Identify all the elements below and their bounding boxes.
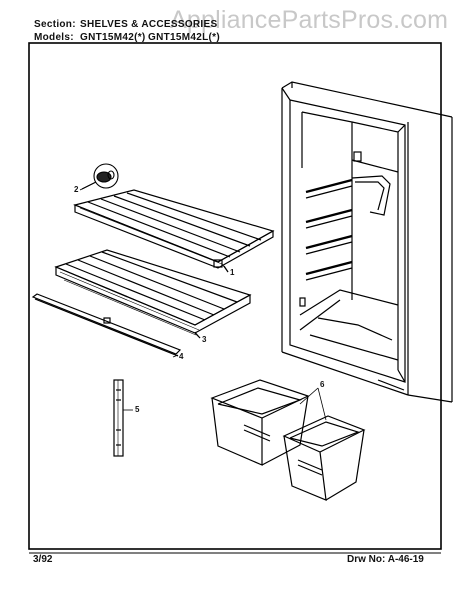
leader-6b	[317, 387, 327, 421]
diagram-frame	[28, 42, 442, 550]
refrigerator-cabinet	[281, 81, 453, 403]
part-2-knob	[81, 163, 119, 190]
leader-2	[79, 182, 95, 191]
section-value: SHELVES & ACCESSORIES	[80, 19, 218, 30]
callout-1: 1	[230, 268, 235, 277]
part-4-rail	[31, 293, 182, 357]
leader-4	[172, 354, 179, 358]
part-1-shelf	[73, 189, 275, 273]
leader-3	[194, 331, 201, 339]
footer-date: 3/92	[33, 554, 53, 565]
leader-6a	[299, 387, 319, 405]
part-5-post	[113, 379, 124, 457]
callout-2: 2	[74, 185, 79, 194]
callout-4: 4	[179, 352, 184, 361]
models-label: Models:	[34, 32, 74, 43]
callout-leaders	[79, 182, 327, 421]
section-label: Section:	[34, 19, 76, 30]
watermark: AppliancePartsPros.com	[170, 6, 449, 34]
part-6-drawers	[210, 379, 366, 501]
drawing-number: Drw No: A-46-19	[347, 554, 424, 565]
model-1: GNT15M42(*)	[80, 32, 146, 43]
model-2: GNT15M42L(*)	[148, 32, 220, 43]
callout-3: 3	[202, 335, 207, 344]
callout-5: 5	[135, 405, 140, 414]
callout-6: 6	[320, 380, 325, 389]
part-3-shelf	[54, 249, 252, 339]
leader-1	[221, 263, 229, 273]
